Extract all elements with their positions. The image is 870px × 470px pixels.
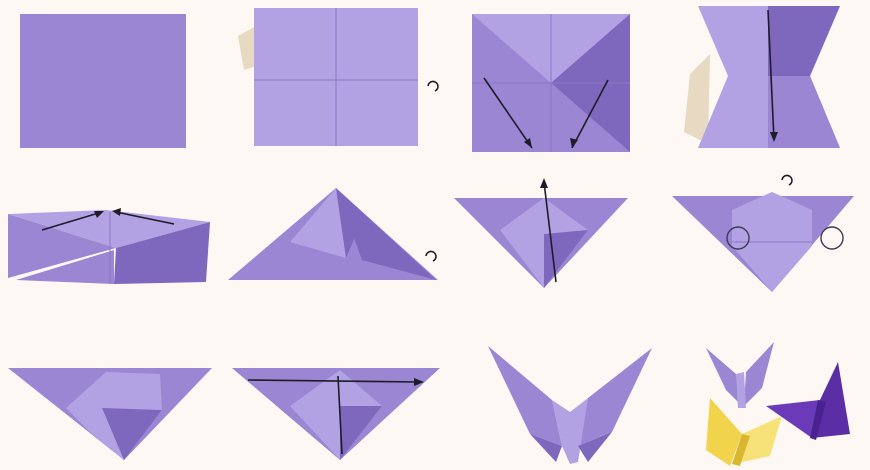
step-12-finished-butterflies: [700, 338, 865, 468]
step-1-square-paper: [18, 12, 188, 152]
step-6-triangle-base: [226, 180, 446, 290]
step-3-diagonal-creases: [470, 12, 635, 157]
step-2-folded-square: [232, 6, 447, 151]
flip-marker-icon: [428, 81, 438, 91]
lavender-butterfly-icon: [706, 342, 774, 408]
step-9-triangle-tucked: [6, 362, 216, 462]
step-8-triangle-circled-corners: [668, 170, 858, 295]
step-4-collapsing-square: [680, 4, 855, 154]
step-11-origami-butterfly: [484, 342, 659, 467]
flip-marker-icon: [426, 251, 436, 261]
step-5-folded-flat: [6, 202, 216, 287]
purple-butterfly-icon: [766, 362, 850, 440]
flip-marker-icon: [782, 175, 792, 185]
step-10-triangle-horizontal: [230, 362, 445, 462]
step-7-triangle-up: [452, 174, 632, 294]
